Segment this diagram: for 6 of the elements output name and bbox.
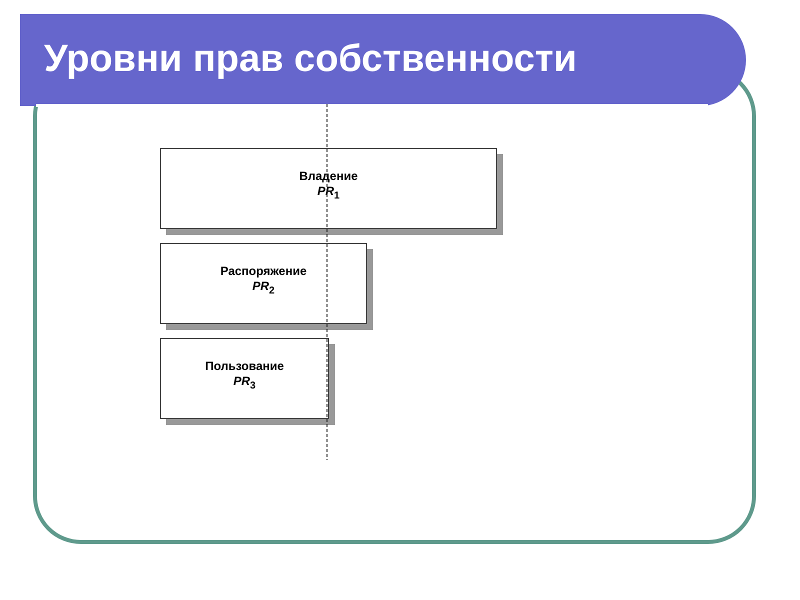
box-heading: Пользование: [204, 359, 285, 374]
box-heading: Владение: [298, 169, 359, 184]
slide-title: Уровни прав собственности: [44, 38, 577, 81]
box-symbol: PR$_{2}$: [251, 279, 276, 298]
box-symbol: PR$_{3}$: [232, 374, 257, 394]
box-heading: Распоряжение: [219, 264, 308, 279]
